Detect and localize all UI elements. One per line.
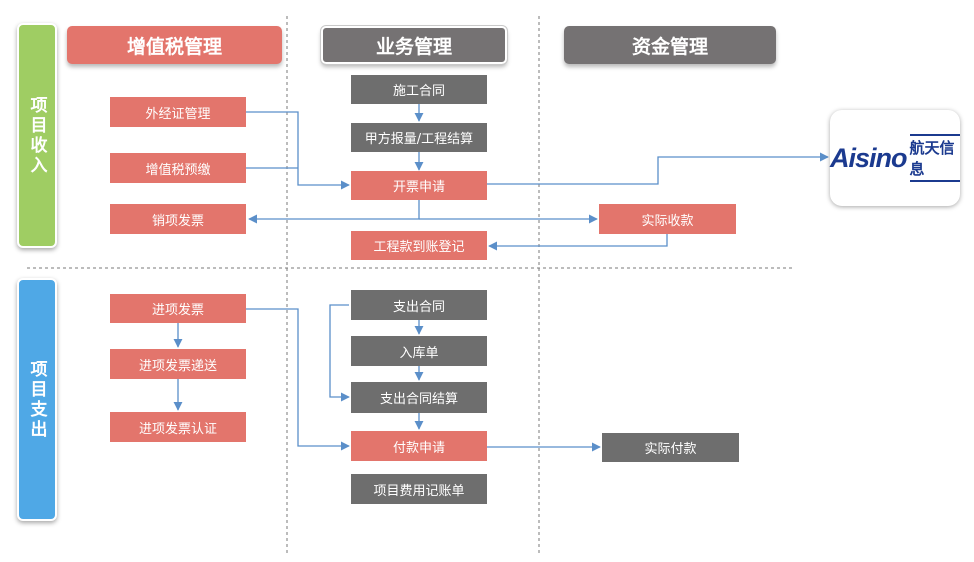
node-sales-invoice: 销项发票 (110, 204, 246, 234)
node-outbound-cert: 外经证管理 (110, 97, 246, 127)
arrow-cert-to-invoice (246, 111, 350, 190)
node-payment-request: 付款申请 (351, 431, 487, 461)
logo-brand-text: Aisino (830, 142, 908, 173)
header-vat-management: 增值税管理 (67, 26, 282, 64)
node-expense-booking: 项目费用记账单 (351, 474, 487, 504)
logo-chinese-text: 航天信息 (909, 134, 960, 182)
aisino-logo: Aisino 航天信息 (830, 110, 960, 206)
arrow-input-invoice-to-payment-request (246, 308, 350, 451)
node-actual-payment: 实际付款 (602, 433, 739, 462)
section-label-expense: 项目支出 (17, 278, 57, 521)
node-input-invoice-certification: 进项发票认证 (110, 412, 246, 442)
node-invoice-request: 开票申请 (351, 171, 487, 200)
node-expense-contract-settlement: 支出合同结算 (351, 382, 487, 413)
node-vat-prepay: 增值税预缴 (110, 153, 246, 183)
node-expense-contract: 支出合同 (351, 290, 487, 320)
node-input-invoice: 进项发票 (110, 294, 246, 323)
node-payment-registration: 工程款到账登记 (351, 231, 487, 260)
node-warehouse-receipt: 入库单 (351, 336, 487, 366)
section-label-income: 项目收入 (17, 23, 57, 248)
arrow-receipt-to-registration (488, 234, 668, 251)
node-input-invoice-delivery: 进项发票递送 (110, 349, 246, 379)
node-construction-contract: 施工合同 (351, 75, 487, 104)
header-funds-management: 资金管理 (564, 26, 776, 64)
node-owner-settlement: 甲方报量/工程结算 (351, 123, 487, 152)
header-business-management: 业务管理 (320, 25, 508, 65)
arrow-invoice-to-aisino (487, 152, 829, 185)
node-actual-receipt: 实际收款 (599, 204, 736, 234)
arrow-contract-to-contract-settlement (329, 304, 350, 402)
lane-dividers (27, 16, 795, 555)
arrow-invoice-to-sales-invoice (248, 200, 420, 224)
